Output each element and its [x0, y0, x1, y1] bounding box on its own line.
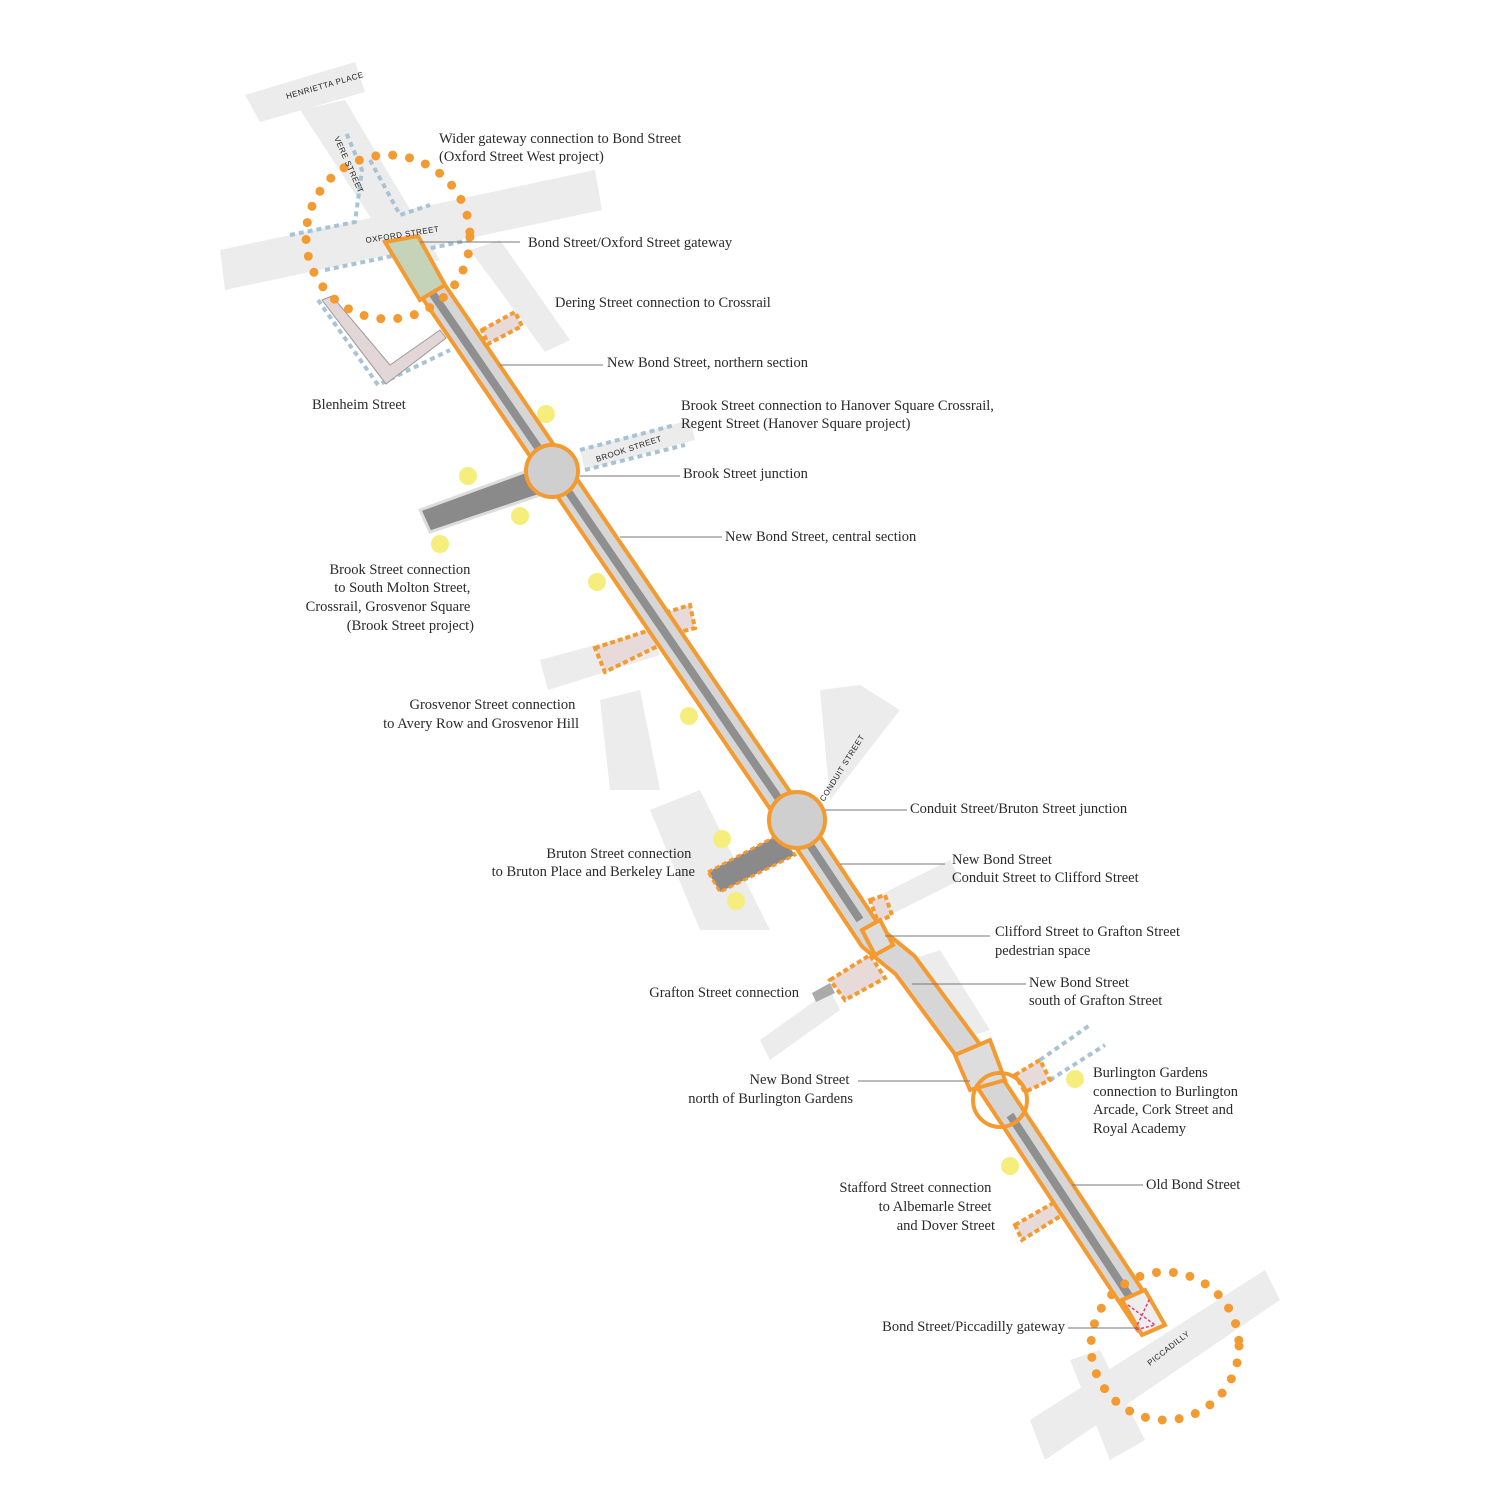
clifford-street-road: [870, 860, 960, 920]
avery-row-road: [600, 690, 660, 790]
label-oxford-gateway: Bond Street/Oxford Street gateway: [528, 235, 733, 251]
leader-lines: [420, 241, 1143, 1329]
connection-line: [1048, 1043, 1107, 1082]
highlight-dots: [431, 405, 1084, 1175]
bruton-street-area: [705, 832, 798, 894]
label-conduit-junction: Conduit Street/Bruton Street junction: [910, 801, 1128, 817]
highlight-dot: [511, 507, 529, 525]
conduit-street-junction: [767, 790, 827, 850]
label-central-section: New Bond Street, central section: [725, 529, 917, 545]
highlight-dot: [588, 573, 606, 591]
oxford-street-road: [220, 170, 602, 290]
label-grafton: Grafton Street connection: [649, 985, 800, 1001]
oxford-gateway-space: [381, 233, 448, 303]
dering-street-area: [479, 309, 525, 347]
brook-street-junction: [524, 443, 580, 499]
piccadilly-cross-road: [1070, 1350, 1145, 1460]
grafton-east-road: [910, 950, 990, 1040]
highlight-dot: [459, 467, 477, 485]
label-burlington: Burlington Gardens connection to Burling…: [1093, 1065, 1242, 1137]
clifford-street-area: [867, 892, 895, 925]
label-stafford: Stafford Street connection to Albemarle …: [839, 1180, 995, 1234]
label-conduit-clifford: New Bond Street Conduit Street to Cliffo…: [952, 852, 1139, 886]
connection-line: [1038, 1023, 1092, 1062]
highlight-dot: [680, 707, 698, 725]
piccadilly-road: [1030, 1270, 1280, 1460]
burlington-junction: [971, 1071, 1029, 1129]
grafton-street-area: [827, 952, 888, 1003]
label-south-grafton: New Bond Street south of Grafton Street: [1029, 975, 1162, 1009]
label-north-burlington: New Bond Street north of Burlington Gard…: [688, 1072, 853, 1107]
label-old-bond: Old Bond Street: [1146, 1177, 1240, 1193]
label-blenheim: Blenheim Street: [312, 397, 406, 413]
oxford-gateway-circle: [301, 150, 475, 324]
grafton-street-stub: [812, 983, 835, 1002]
highlight-dot: [431, 535, 449, 553]
label-grosvenor: Grosvenor Street connection to Avery Row…: [383, 697, 579, 732]
connection-line: [368, 159, 431, 218]
burlington-gardens-area: [1012, 1057, 1053, 1095]
grafton-street-road: [760, 990, 840, 1060]
label-clifford-grafton: Clifford Street to Grafton Street pedest…: [995, 924, 1184, 959]
north-burlington-space: [952, 1037, 1008, 1093]
label-wider-gateway: Wider gateway connection to Bond Street …: [439, 131, 685, 165]
connection-line: [289, 129, 365, 237]
label-northern-section: New Bond Street, northern section: [607, 355, 809, 371]
dering-street-road: [470, 240, 570, 352]
connection-line: [579, 423, 676, 452]
conduit-street-road: [820, 685, 900, 800]
connection-line: [316, 298, 451, 388]
highlight-dot: [1066, 1070, 1084, 1088]
label-brook-molton: Brook Street connection to South Molton …: [306, 562, 475, 634]
label-dering: Dering Street connection to Crossrail: [555, 295, 771, 311]
highlight-dot: [727, 892, 745, 910]
piccadilly-gateway-circle: [1086, 1267, 1244, 1425]
piccadilly-paving-pattern: [1127, 1297, 1157, 1332]
label-bruton: Bruton Street connection to Bruton Place…: [492, 846, 695, 880]
label-brook-hanover: Brook Street connection to Hanover Squar…: [681, 398, 998, 432]
connection-line: [584, 443, 686, 472]
highlight-dot: [1001, 1157, 1019, 1175]
highlight-dot: [537, 405, 555, 423]
henrietta-place-road: [245, 62, 365, 122]
highlight-dot: [713, 830, 731, 848]
label-brook-junction: Brook Street junction: [683, 466, 809, 482]
brook-street-east-road: [580, 420, 695, 470]
label-piccadilly-gateway: Bond Street/Piccadilly gateway: [882, 1319, 1066, 1335]
clifford-grafton-space: [859, 917, 896, 958]
